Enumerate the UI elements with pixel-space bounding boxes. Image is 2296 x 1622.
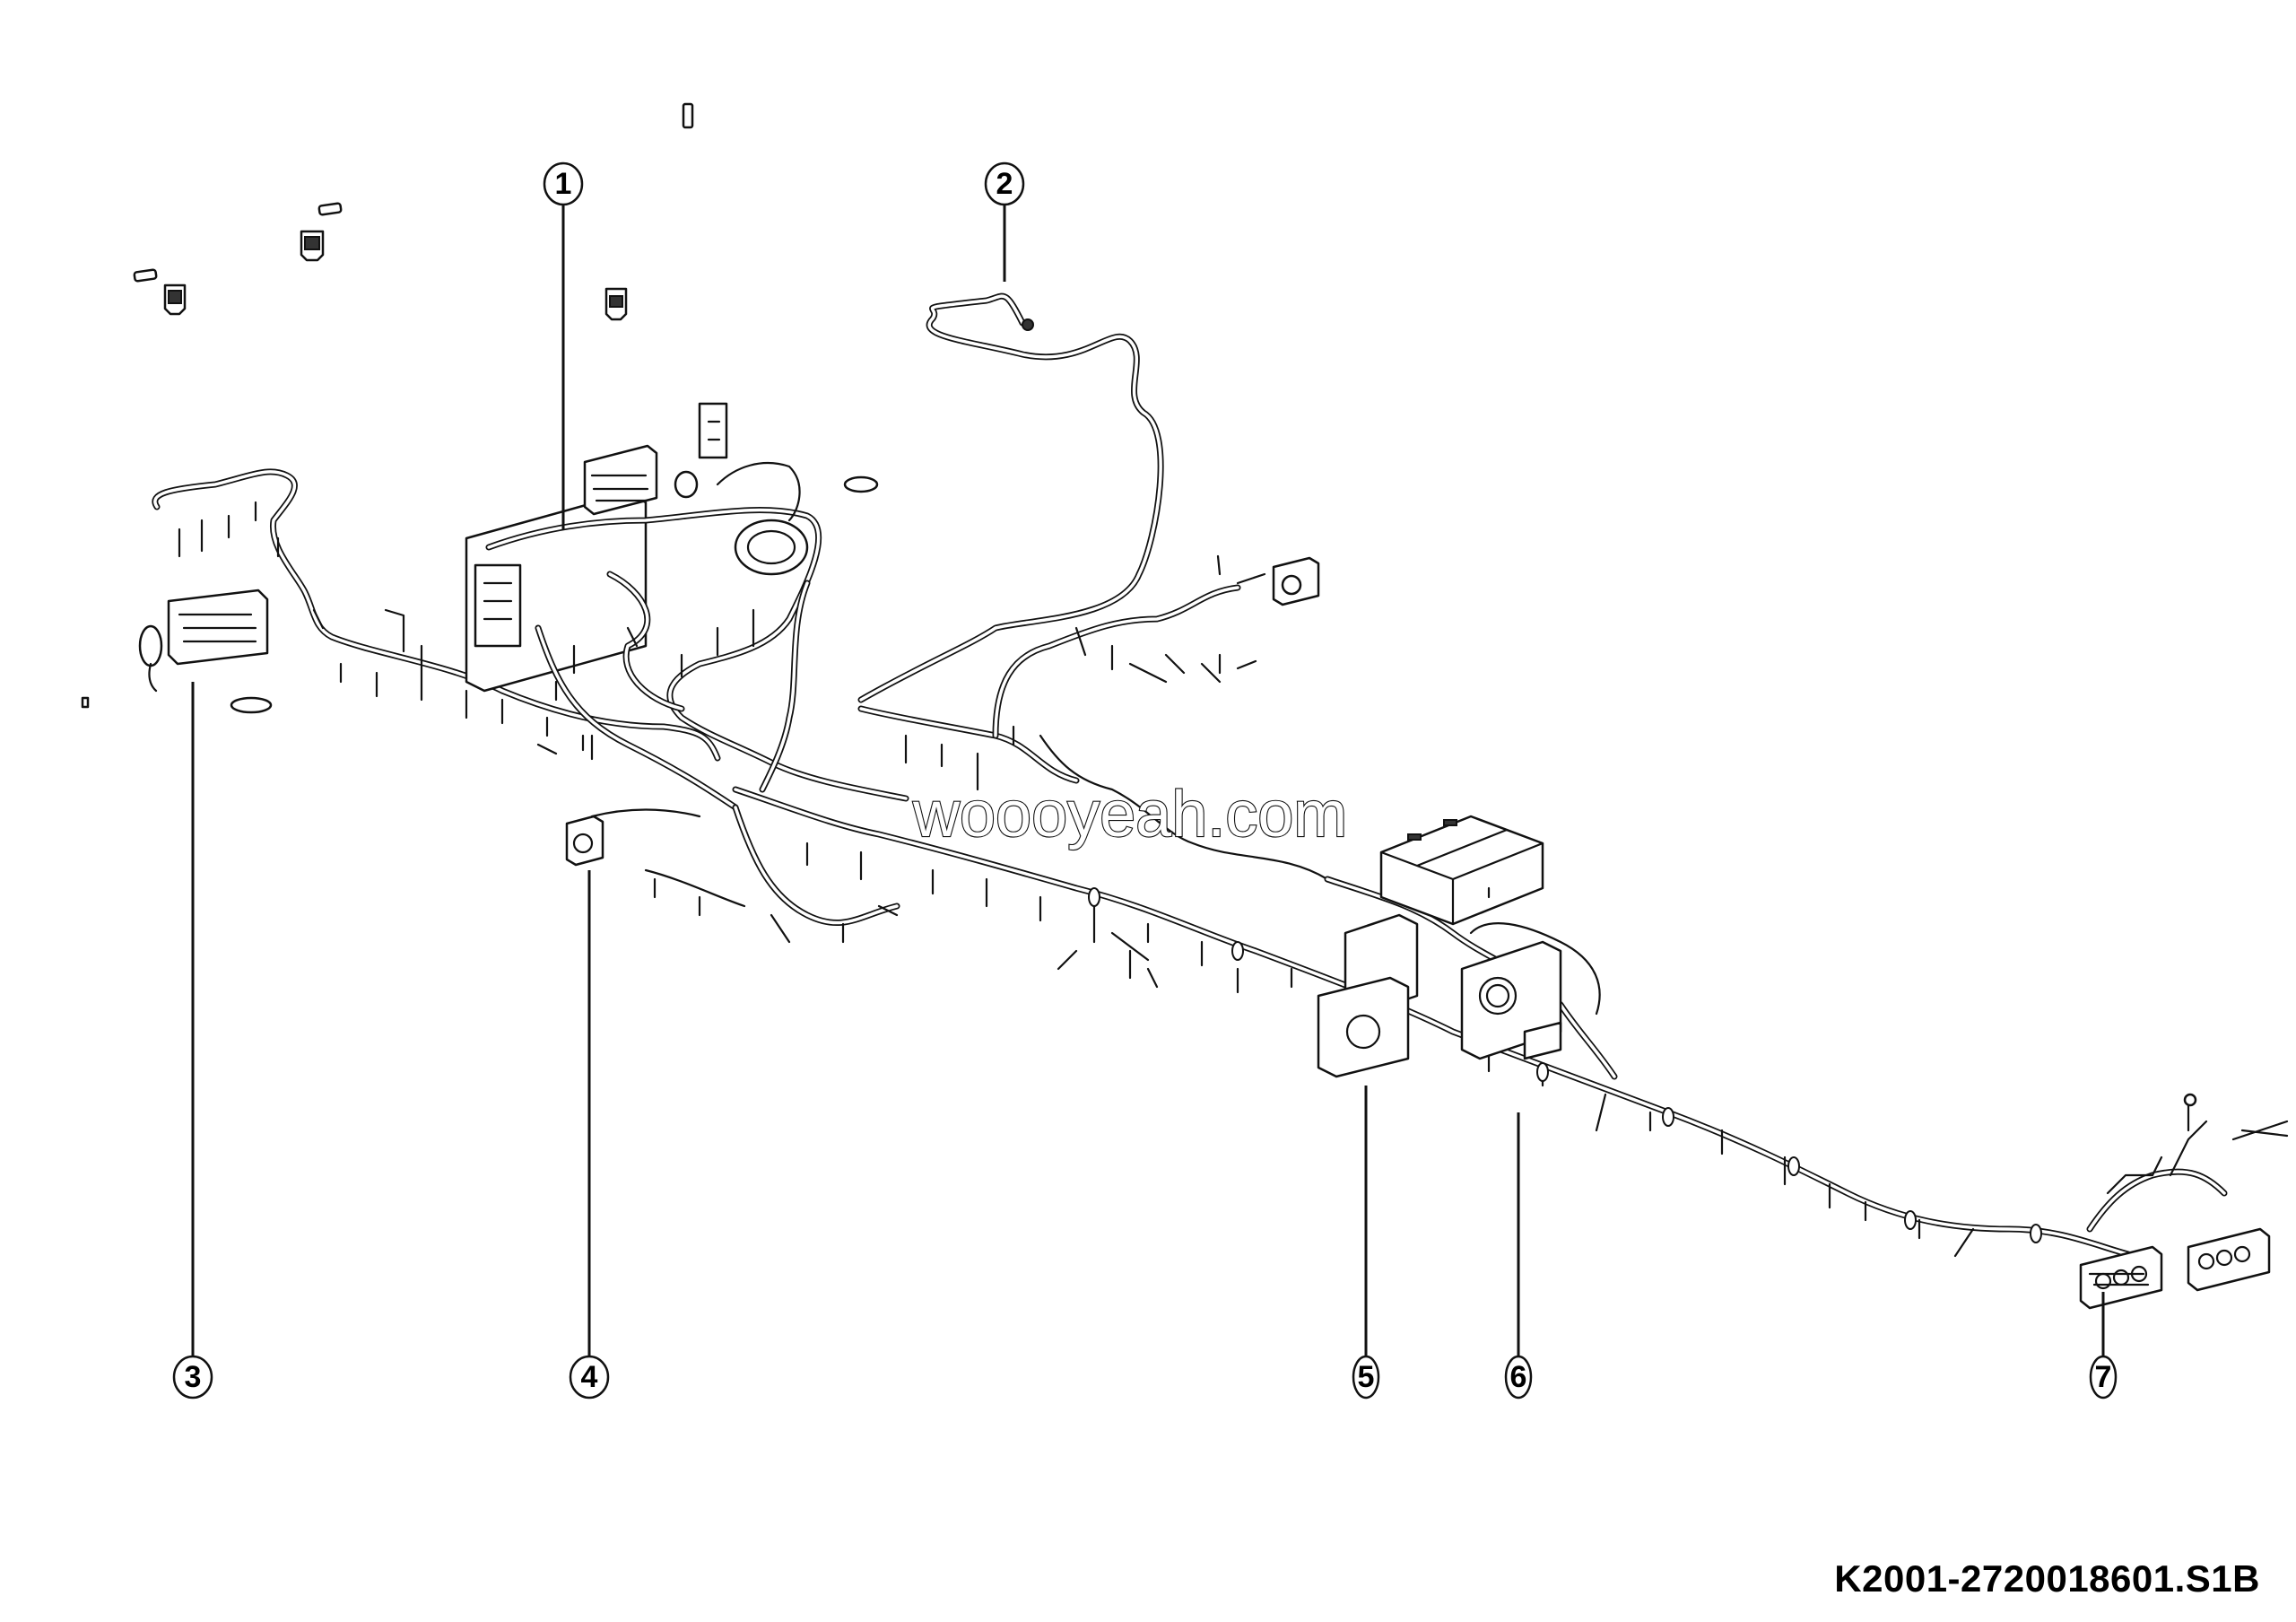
callout-label: 2 [996, 167, 1013, 201]
callout-label: 3 [185, 1360, 202, 1394]
cab-harness [465, 402, 1080, 811]
watermark: woooyeah.com [912, 779, 1347, 850]
loose-connector-parts [81, 102, 694, 709]
upper-right-branch [992, 554, 1329, 881]
callout-label: 1 [555, 167, 572, 201]
fuse-panel [1317, 913, 1601, 1078]
callout-label: 4 [581, 1360, 598, 1394]
batteries [1379, 815, 1544, 926]
callout-label: 5 [1358, 1360, 1375, 1394]
callout-6: 6 [1504, 1112, 1533, 1400]
callout-label: 7 [2095, 1360, 2112, 1394]
drawing-number: K2001-2720018601.S1B [1834, 1557, 2260, 1600]
relay-box [565, 808, 701, 867]
callout-5: 5 [1352, 1086, 1380, 1400]
callout-3: 3 [172, 682, 213, 1400]
callout-label: 6 [1510, 1360, 1527, 1394]
callout-1: 1 [543, 161, 584, 529]
rear-lighting-harness [2079, 1093, 2289, 1310]
front-control-harness [138, 468, 721, 762]
callout-2: 2 [984, 161, 1025, 282]
antenna-cable [857, 292, 1164, 703]
callout-4: 4 [569, 870, 610, 1400]
callout-7: 7 [2089, 1292, 2118, 1400]
